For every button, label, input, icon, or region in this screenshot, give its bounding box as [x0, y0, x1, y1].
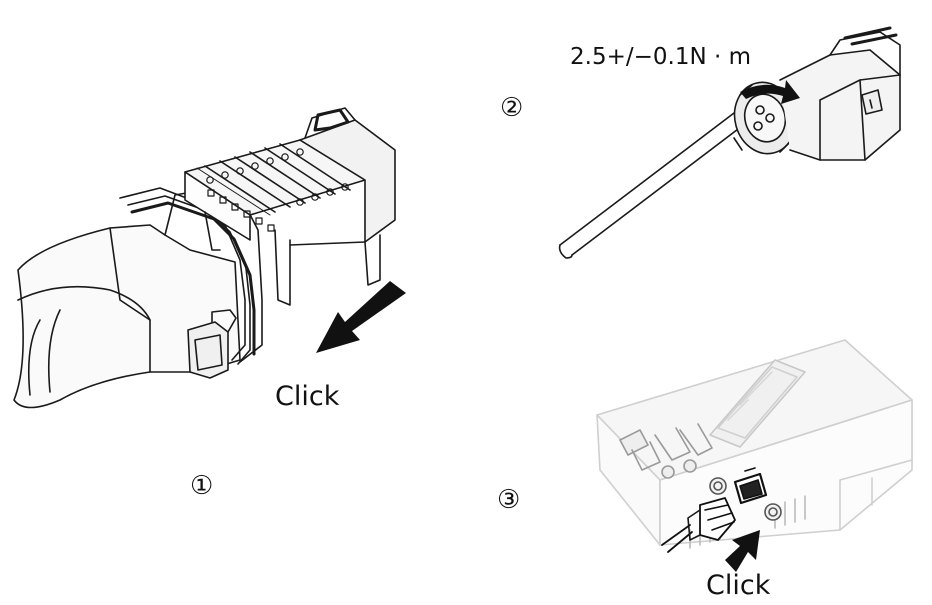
step1-click-label: Click [275, 381, 340, 412]
cable-gland [558, 26, 901, 259]
step1-number: ① [190, 471, 214, 501]
push-arrow-icon [725, 530, 760, 572]
torque-spec-label: 2.5+/−0.1N · m [570, 44, 751, 70]
step2-number: ② [500, 93, 524, 123]
inverter-unit [596, 339, 913, 549]
terminal-block [184, 107, 396, 306]
rotation-arrow-icon [740, 80, 800, 104]
push-arrow-icon [316, 281, 406, 353]
step3-click-label: Click [706, 570, 771, 601]
connector-housing [13, 187, 263, 409]
step3-number: ③ [497, 485, 521, 515]
plug-connector [661, 497, 736, 553]
